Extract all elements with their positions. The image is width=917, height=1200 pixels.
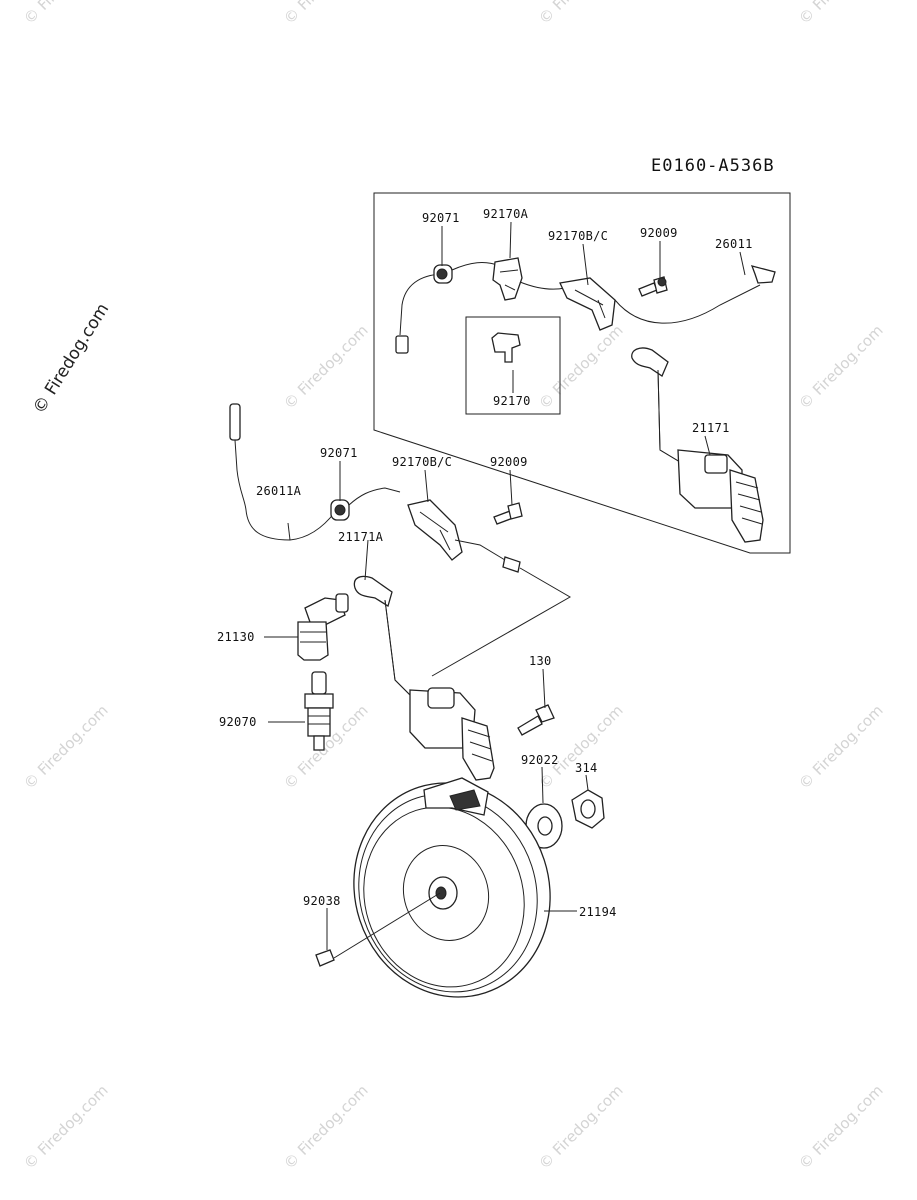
watermark: © Firedog.com: [795, 321, 887, 413]
part-label: 92022: [521, 753, 559, 767]
part-labels: 92071 92170A 92170B/C 92009 26011 92170 …: [217, 207, 753, 919]
watermark: © Firedog.com: [20, 0, 112, 28]
part-label: 92071: [320, 446, 358, 460]
watermark: © Firedog.com: [535, 1081, 627, 1173]
part-label: 92170A: [483, 207, 529, 221]
inset-detail-box: [465, 316, 561, 415]
watermark: © Firedog.com: [795, 701, 887, 793]
watermark: © Firedog.com: [280, 321, 372, 413]
part-label: 92070: [219, 715, 257, 729]
part-label: 92170B/C: [548, 229, 608, 243]
part-label: 92071: [422, 211, 460, 225]
watermark: © Firedog.com: [20, 701, 112, 793]
part-label: 21130: [217, 630, 255, 644]
part-label: 26011: [715, 237, 753, 251]
part-label: 314: [575, 761, 598, 775]
watermark: © Firedog.com: [280, 0, 372, 28]
main-assembly: [229, 403, 605, 998]
part-label: 92009: [490, 455, 528, 469]
watermark: © Firedog.com: [795, 0, 887, 28]
watermark: © Firedog.com: [535, 0, 627, 28]
part-label: 92170B/C: [392, 455, 452, 469]
leader-lines: [264, 221, 746, 950]
part-label: 21194: [579, 905, 617, 919]
part-label: 130: [529, 654, 552, 668]
inset-parts: [395, 257, 776, 543]
watermark: © Firedog.com: [280, 1081, 372, 1173]
diagram-code: E0160-A536B: [651, 156, 775, 176]
main-watermark: © Firedog.com: [29, 300, 113, 418]
part-label: 92170: [493, 394, 531, 408]
part-label: 21171A: [338, 530, 384, 544]
watermark: © Firedog.com: [20, 1081, 112, 1173]
part-label: 92009: [640, 226, 678, 240]
part-label: 26011A: [256, 484, 302, 498]
part-label: 21171: [692, 421, 730, 435]
part-label: 92038: [303, 894, 341, 908]
inset-box: [373, 192, 791, 554]
watermark: © Firedog.com: [535, 321, 627, 413]
watermark: © Firedog.com: [795, 1081, 887, 1173]
